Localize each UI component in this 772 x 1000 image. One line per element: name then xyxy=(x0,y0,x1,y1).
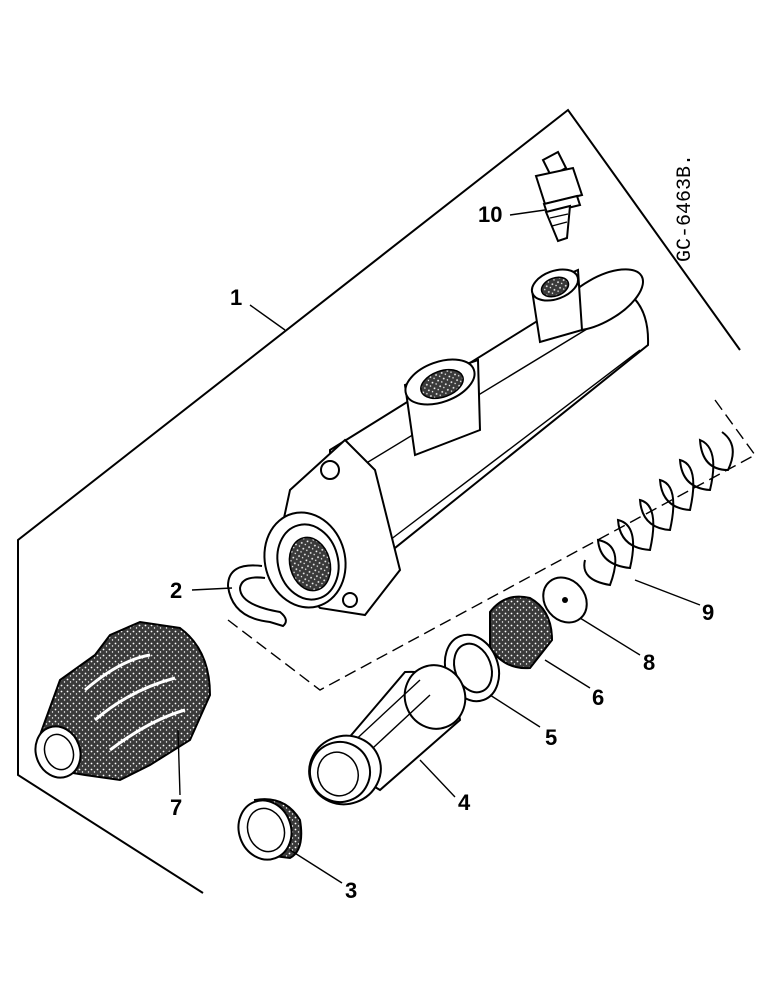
leader-3 xyxy=(289,849,343,884)
assembly-outline xyxy=(17,108,741,894)
leader-5 xyxy=(489,694,541,728)
callout-4: 4 xyxy=(458,790,471,815)
callout-1: 1 xyxy=(230,285,242,310)
leader-lines xyxy=(177,209,701,884)
callout-9: 9 xyxy=(702,600,714,625)
leader-10 xyxy=(509,209,546,216)
drawing-reference: GC-6463B. xyxy=(674,154,697,262)
callout-2: 2 xyxy=(170,578,182,603)
leader-6 xyxy=(544,659,591,689)
callout-6: 6 xyxy=(592,685,604,710)
callout-8: 8 xyxy=(643,650,655,675)
callout-7: 7 xyxy=(170,795,182,820)
cup-seal xyxy=(489,595,554,670)
leader-7 xyxy=(177,729,181,796)
callout-3: 3 xyxy=(345,878,357,903)
leader-8 xyxy=(579,617,641,656)
leader-4 xyxy=(419,759,456,798)
callout-10: 10 xyxy=(478,202,502,227)
leader-2 xyxy=(191,587,233,591)
piston xyxy=(308,664,467,806)
leader-9 xyxy=(634,579,701,606)
callout-5: 5 xyxy=(545,725,557,750)
seal xyxy=(237,798,303,861)
callout-labels: 1 2 3 4 5 6 7 8 9 10 xyxy=(170,202,714,903)
spring xyxy=(583,431,734,587)
leader-1 xyxy=(249,304,286,331)
bleed-screw xyxy=(534,150,584,243)
dust-boot xyxy=(34,620,212,782)
internal-parts-outline xyxy=(227,399,757,691)
circlip xyxy=(226,564,287,628)
master-cylinder-body xyxy=(263,268,650,617)
